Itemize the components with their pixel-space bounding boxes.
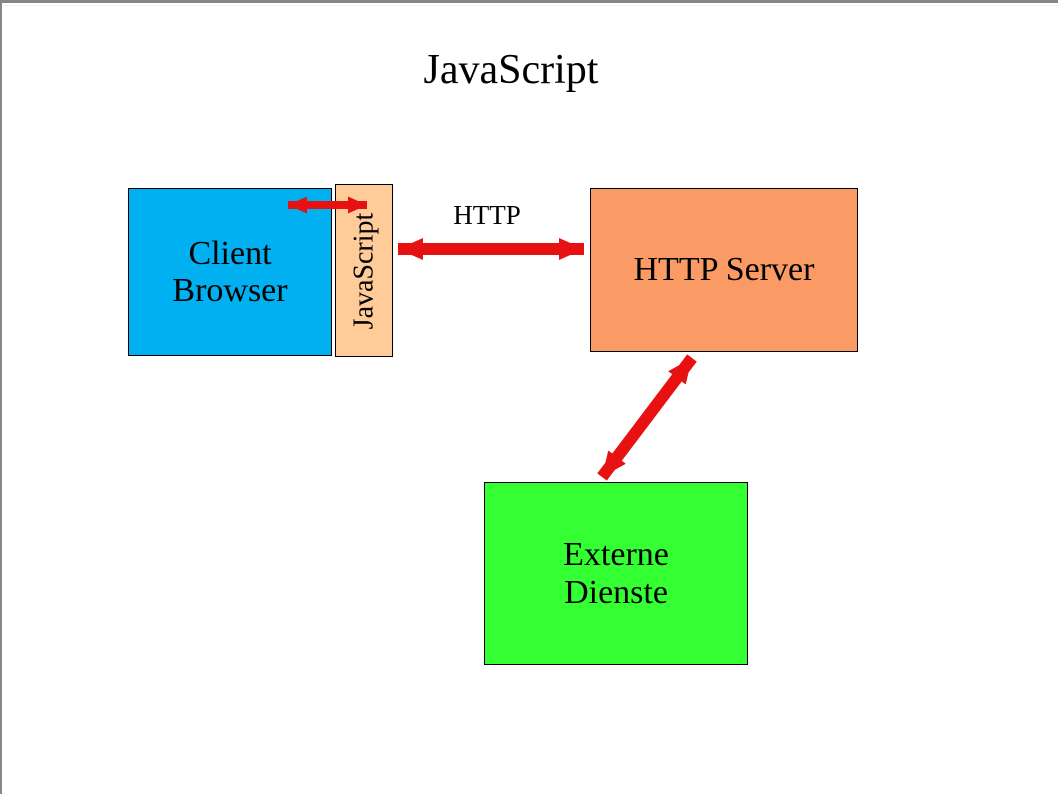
slide-title: JavaScript [423,47,599,93]
window-frame-top-highlight [0,5,1058,6]
node-client-browser: Client Browser [128,188,332,356]
window-frame-top [0,0,1058,3]
http-server-label: HTTP Server [633,251,815,288]
node-externe-dienste: Externe Dienste [484,482,748,665]
node-javascript-layer: JavaScript [335,184,393,357]
javascript-layer-label: JavaScript [348,212,380,329]
node-http-server: HTTP Server [590,188,858,352]
arrow-httpserver-externedienste [597,354,697,481]
window-frame-left [0,0,2,794]
externe-dienste-label: Externe Dienste [563,536,669,611]
client-browser-label: Client Browser [172,234,288,309]
http-edge-label: HTTP [453,200,521,230]
